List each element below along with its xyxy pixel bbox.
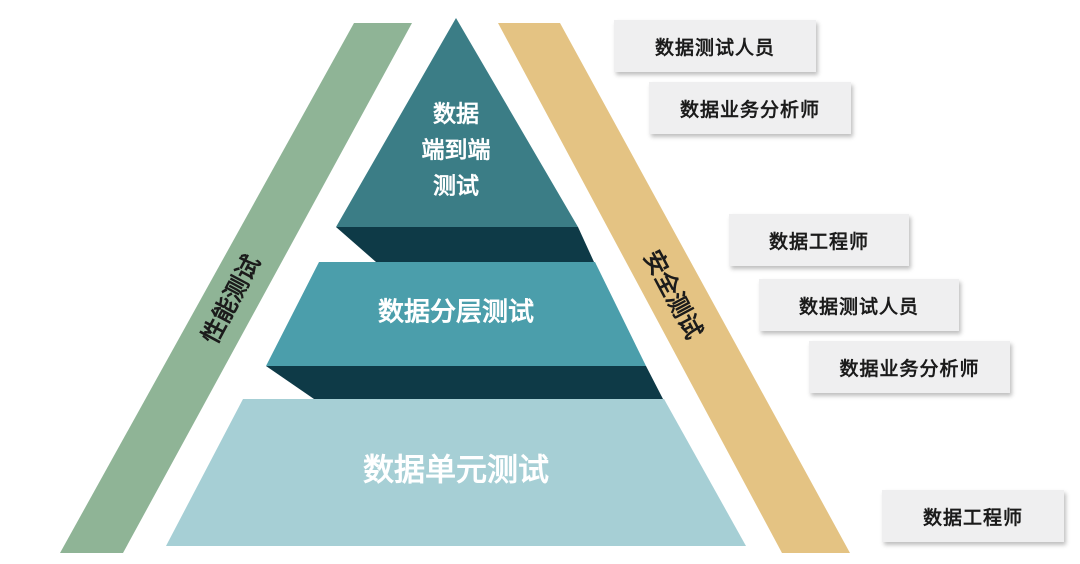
top-tier-label-line-1: 数据 bbox=[433, 102, 479, 128]
top-tier-label-line-2: 端到端 bbox=[422, 138, 491, 164]
role-card-data-business-analyst: 数据业务分析师 bbox=[649, 82, 851, 134]
bottom-tier-label: 数据单元测试 bbox=[363, 453, 549, 489]
top-tier bbox=[336, 18, 578, 227]
role-card-data-business-analyst: 数据业务分析师 bbox=[809, 341, 1010, 393]
top-tier-shadow bbox=[336, 227, 594, 262]
security-testing-band bbox=[498, 23, 850, 553]
middle-tier-label: 数据分层测试 bbox=[378, 298, 534, 328]
bottom-tier bbox=[166, 399, 746, 546]
role-card-data-tester: 数据测试人员 bbox=[759, 279, 959, 331]
role-card-data-engineer: 数据工程师 bbox=[882, 490, 1064, 542]
middle-tier bbox=[266, 262, 646, 366]
performance-testing-band bbox=[60, 23, 412, 553]
middle-tier-shadow bbox=[266, 366, 663, 399]
role-card-data-tester: 数据测试人员 bbox=[614, 20, 816, 72]
top-tier-label-line-3: 测试 bbox=[433, 174, 479, 200]
role-card-data-engineer: 数据工程师 bbox=[729, 214, 909, 266]
